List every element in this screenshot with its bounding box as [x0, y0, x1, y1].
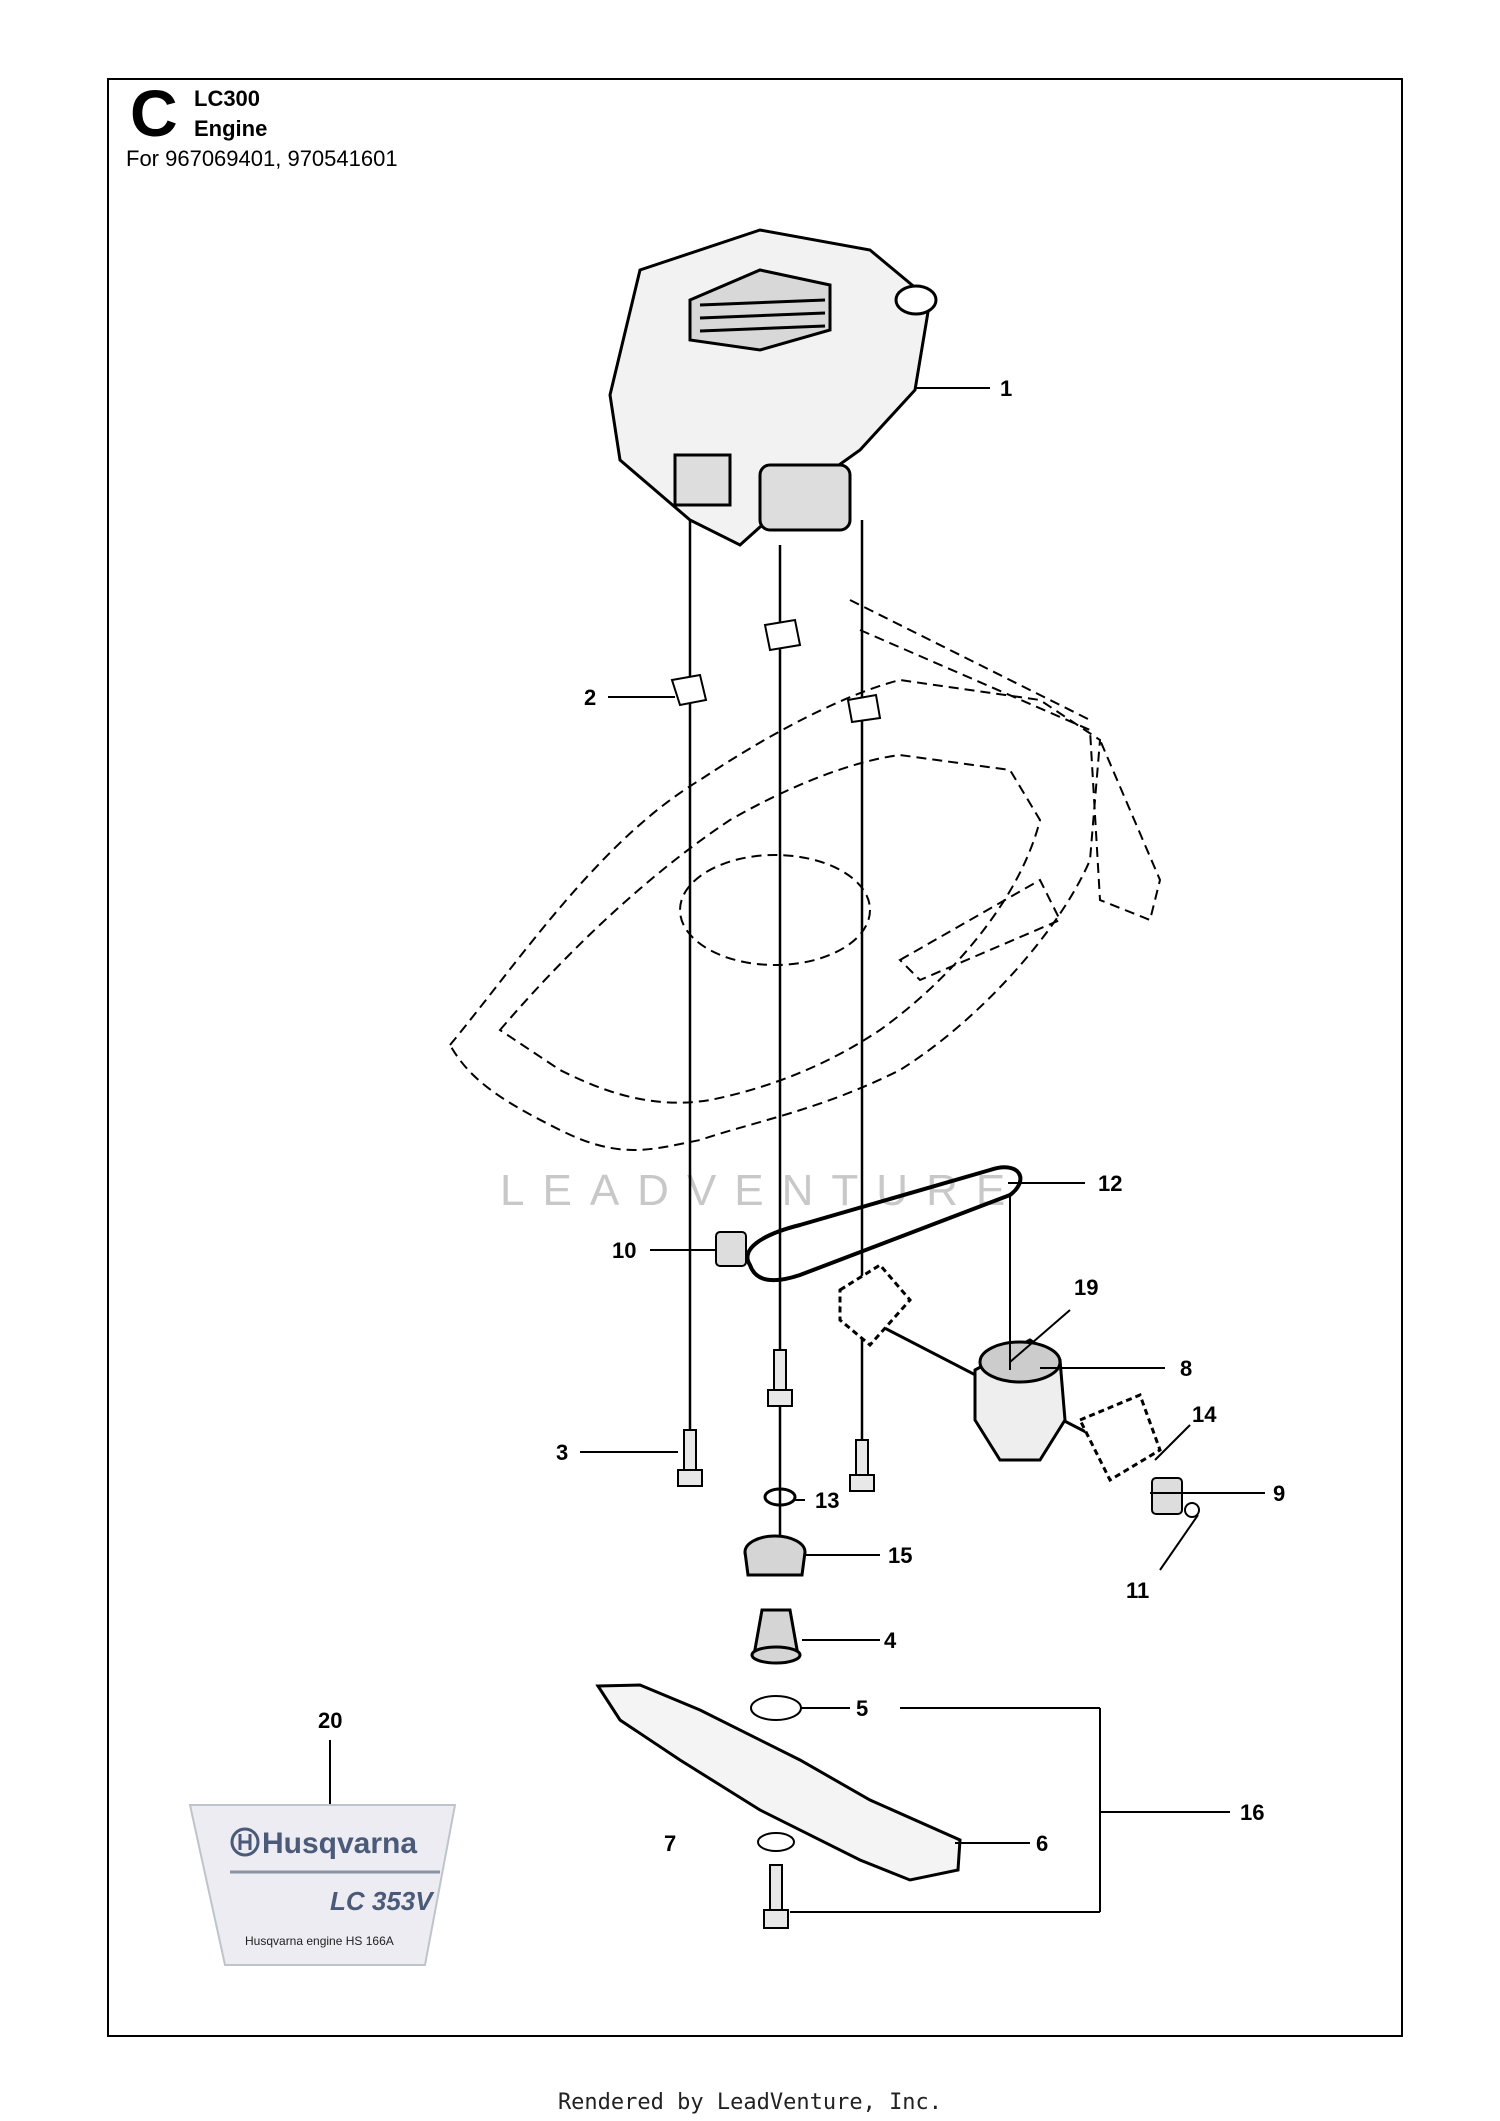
callout-11: 11: [1126, 1578, 1149, 1603]
washer-part-5: [750, 1695, 802, 1721]
section-name: Engine: [194, 116, 268, 141]
washer-part-6: [757, 1832, 795, 1852]
callout-2: 2: [584, 685, 596, 710]
callout-15: 15: [888, 1543, 912, 1568]
transmission-part-19: [838, 1263, 1162, 1483]
callout-12: 12: [1098, 1171, 1122, 1196]
section-letter: C: [130, 76, 178, 150]
callout-6: 6: [1036, 1831, 1048, 1856]
washer-part-2: [670, 618, 882, 724]
model-name: LC300: [194, 86, 261, 111]
callout-14: 14: [1192, 1402, 1217, 1427]
decal-note: Husqvarna engine HS 166A: [245, 1934, 394, 1948]
callout-3: 3: [556, 1440, 568, 1465]
blade-part-7: [595, 1683, 962, 1882]
decal-model: LC 353V: [330, 1886, 435, 1916]
callout-4: 4: [884, 1628, 897, 1653]
callout-9: 9: [1273, 1481, 1285, 1506]
callout-19: 19: [1074, 1275, 1098, 1300]
callout-5: 5: [856, 1696, 868, 1721]
decal-part-20: Husqvarna LC 353V Husqvarna engine HS 16…: [188, 1804, 457, 1966]
blade-bolt: [763, 1864, 789, 1929]
callout-7: 7: [664, 1831, 676, 1856]
drive-belt-part-12: [745, 1165, 1023, 1283]
callout-labels: 1 2 3 4 5 6 7 8 9 10 11 12 13 14 15 16 1…: [318, 376, 1285, 1856]
watermark: LEADVENTURE: [500, 1166, 1023, 1215]
mower-deck: [448, 599, 1162, 1151]
callout-20: 20: [318, 1708, 342, 1733]
bolts-part-3: [677, 1349, 875, 1492]
leader-lines: [329, 387, 1265, 1913]
callout-13: 13: [815, 1488, 839, 1513]
applies-to: For 967069401, 970541601: [126, 146, 398, 171]
spacer-part-13: [763, 1487, 797, 1507]
wheel-adapter-part-9: [1151, 1477, 1200, 1518]
husqvarna-logo-icon: [230, 1827, 260, 1857]
decal-brand: Husqvarna: [262, 1827, 417, 1860]
diagram-frame: [107, 78, 1403, 2037]
engine: [608, 228, 938, 547]
blade-adapter-part-15: [743, 1534, 807, 1577]
callout-1: 1: [1000, 376, 1012, 401]
callout-10: 10: [612, 1238, 636, 1263]
callout-8: 8: [1180, 1356, 1192, 1381]
wheel-adapter-part-10: [715, 1231, 747, 1267]
hub-part-4: [750, 1608, 802, 1665]
callout-16: 16: [1240, 1800, 1264, 1825]
footer-credit: Rendered by LeadVenture, Inc.: [557, 2090, 943, 2115]
